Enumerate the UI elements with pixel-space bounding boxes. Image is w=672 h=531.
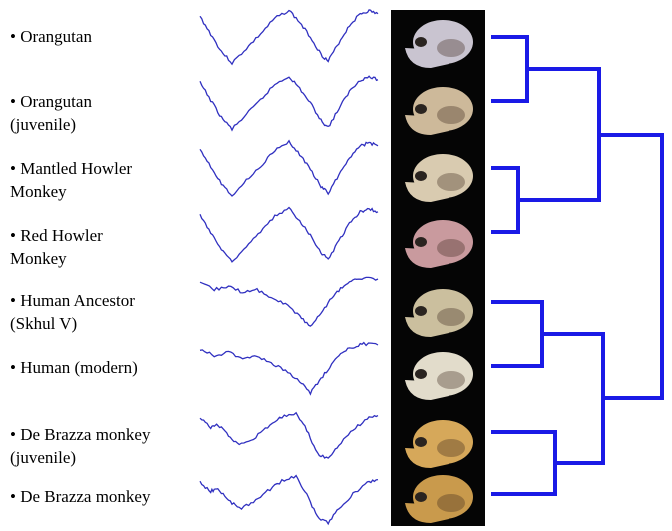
tree-branch: [491, 302, 542, 366]
tree-branch: [491, 37, 527, 101]
tree-branch: [542, 334, 603, 463]
tree-branch: [599, 135, 662, 398]
tree-branch: [518, 69, 599, 200]
tree-branch: [491, 432, 555, 494]
tree-branch: [491, 168, 518, 232]
